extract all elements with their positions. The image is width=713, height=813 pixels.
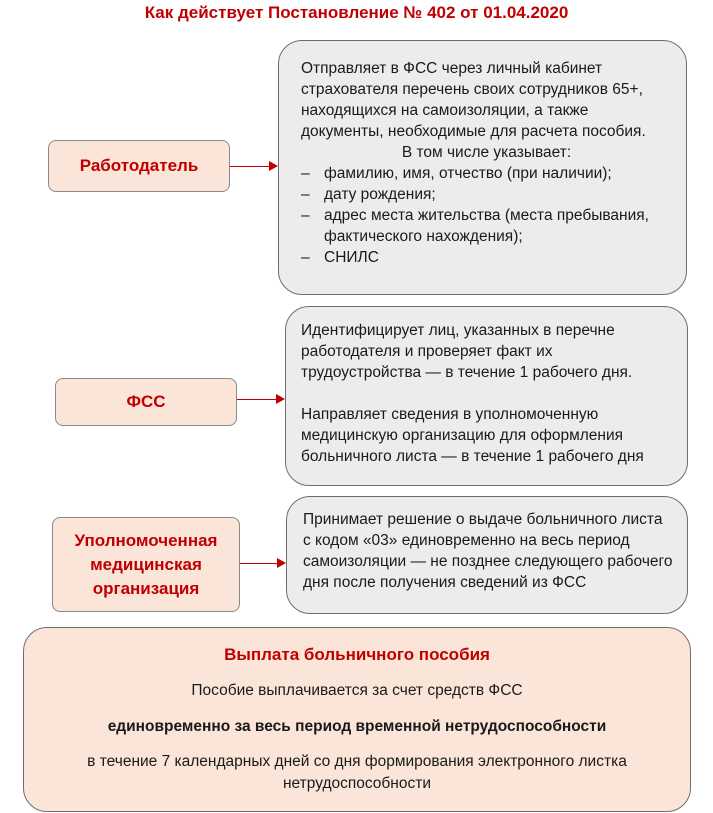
employer-item-address: –адрес места жительства (места пребывани… [301, 205, 672, 247]
employer-item-snils: –СНИЛС [301, 247, 672, 268]
dash-marker: – [301, 249, 310, 266]
employer-arrow [230, 161, 278, 171]
medical-organization-node: Уполномоченная медицинская организация [52, 517, 240, 612]
employer-item-text: дату рождения; [324, 186, 436, 203]
employer-item-text: адрес места жительства (места пребывания… [324, 207, 649, 245]
diagram-title: Как действует Постановление № 402 от 01.… [144, 3, 569, 22]
medical-organization-description: Принимает решение о выдаче больничного л… [303, 511, 673, 591]
dash-marker: – [301, 186, 310, 203]
employer-label: Работодатель [79, 156, 199, 175]
dash-marker: – [301, 207, 310, 224]
medical-organization-label: Уполномоченная медицинская организация [74, 530, 218, 598]
medical-organization-arrow [240, 558, 286, 568]
employer-items-list: –фамилию, имя, отчество (при наличии); –… [301, 163, 672, 268]
employer-item-fio: –фамилию, имя, отчество (при наличии); [301, 163, 672, 184]
payout-source: Пособие выплачивается за счет средств ФС… [191, 682, 523, 699]
employer-item-text: фамилию, имя, отчество (при наличии); [324, 165, 612, 182]
employer-description-box: Отправляет в ФСС через личный кабинет ст… [278, 40, 687, 295]
employer-description: Отправляет в ФСС через личный кабинет ст… [301, 60, 646, 140]
fss-description-identify: Идентифицирует лиц, указанных в перечне … [301, 322, 633, 381]
fss-node: ФСС [55, 378, 237, 426]
payout-title: Выплата больничного пособия [224, 645, 490, 664]
medical-organization-description-box: Принимает решение о выдаче больничного л… [286, 496, 688, 614]
dash-marker: – [301, 165, 310, 182]
employer-item-text: СНИЛС [324, 249, 379, 266]
employer-item-birthdate: –дату рождения; [301, 184, 672, 205]
payout-deadline: в течение 7 календарных дней со дня форм… [87, 753, 627, 792]
fss-description-box: Идентифицирует лиц, указанных в перечне … [285, 306, 688, 486]
fss-description-forward: Направляет сведения в уполномоченную мед… [301, 406, 644, 465]
fss-label: ФСС [126, 392, 166, 411]
employer-includes-heading: В том числе указывает: [401, 144, 572, 161]
fss-arrow [237, 394, 285, 404]
payout-period: единовременно за весь период временной н… [107, 718, 607, 735]
payout-box: Выплата больничного пособия Пособие выпл… [23, 627, 691, 812]
employer-node: Работодатель [48, 140, 230, 192]
